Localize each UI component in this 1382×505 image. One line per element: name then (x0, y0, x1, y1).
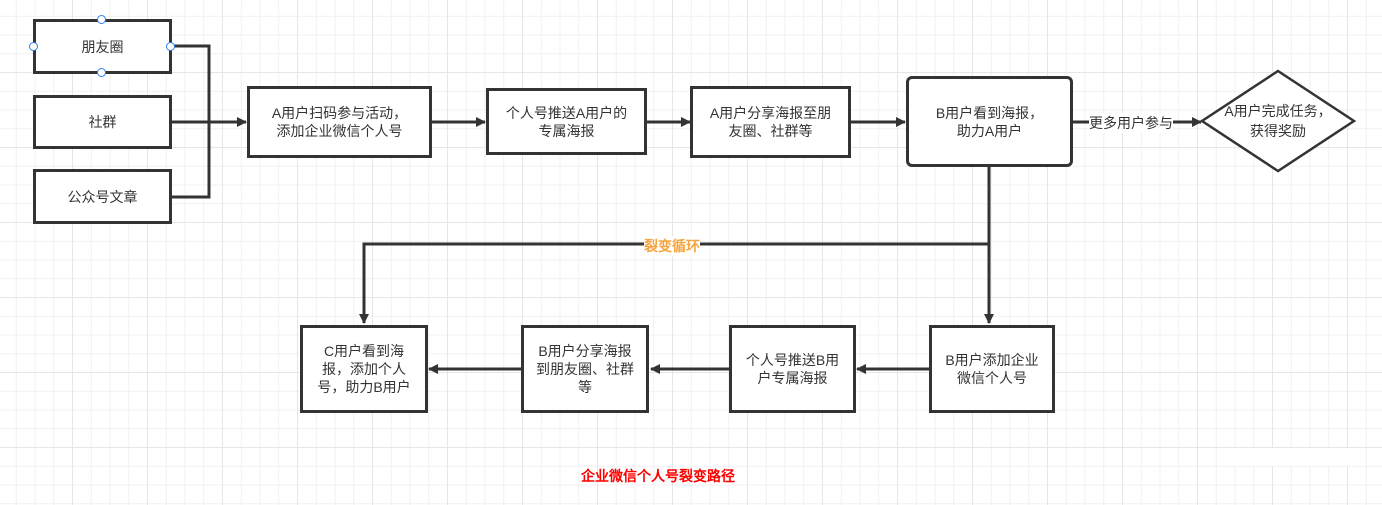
edge-fission-loop (359, 242, 989, 324)
edge-moments-merge (171, 44, 211, 122)
node-push-a-poster[interactable]: 个人号推送A用户的专属海报 (486, 88, 647, 155)
source-community-label: 社群 (88, 114, 117, 130)
node-c-see-label: C用户看到海报，添加个人号，助力B用户 (317, 343, 411, 395)
watermark-patch (1225, 448, 1365, 466)
source-moments-label: 朋友圈 (81, 38, 124, 55)
source-official-article-label: 公众号文章 (67, 188, 138, 205)
selection-handle-right[interactable] (166, 42, 175, 51)
diagram-title: 企业微信个人号裂变路径 (581, 468, 735, 484)
node-b-add-label: B用户添加企业微信个人号 (945, 352, 1039, 386)
node-a-share[interactable]: A用户分享海报至朋友圈、社群等 (690, 86, 851, 158)
node-c-see[interactable]: C用户看到海报，添加个人号，助力B用户 (300, 325, 428, 413)
selection-handle-left[interactable] (29, 42, 38, 51)
node-a-scan[interactable]: A用户扫码参与活动，添加企业微信个人号 (247, 86, 432, 158)
node-push-b-poster-label: 个人号推送B用户专属海报 (745, 352, 840, 386)
node-b-see[interactable]: B用户看到海报，助力A用户 (906, 76, 1073, 167)
node-b-see-label: B用户看到海报，助力A用户 (935, 104, 1044, 139)
node-a-complete-label: A用户完成任务，获得奖励 (1224, 103, 1332, 139)
node-b-share-label: B用户分享海报到朋友圈、社群等 (536, 343, 634, 395)
edge-label-fission-loop: 裂变循环 (644, 236, 700, 256)
edge-article-merge (171, 122, 211, 199)
node-push-a-poster-label: 个人号推送A用户的专属海报 (505, 104, 628, 139)
source-community[interactable]: 社群 (33, 95, 172, 149)
selection-handle-top[interactable] (97, 15, 106, 24)
edge-label-more-users: 更多用户参与 (1089, 113, 1173, 133)
node-push-b-poster[interactable]: 个人号推送B用户专属海报 (729, 325, 856, 413)
node-b-add[interactable]: B用户添加企业微信个人号 (929, 325, 1055, 413)
decision-diamond[interactable] (1199, 69, 1357, 173)
source-moments[interactable]: 朋友圈 (33, 19, 172, 74)
node-a-scan-label: A用户扫码参与活动，添加企业微信个人号 (271, 105, 408, 139)
node-a-share-label: A用户分享海报至朋友圈、社群等 (709, 105, 832, 139)
source-official-article[interactable]: 公众号文章 (33, 169, 172, 224)
node-b-share[interactable]: B用户分享海报到朋友圈、社群等 (521, 325, 649, 413)
selection-handle-bottom[interactable] (97, 68, 106, 77)
